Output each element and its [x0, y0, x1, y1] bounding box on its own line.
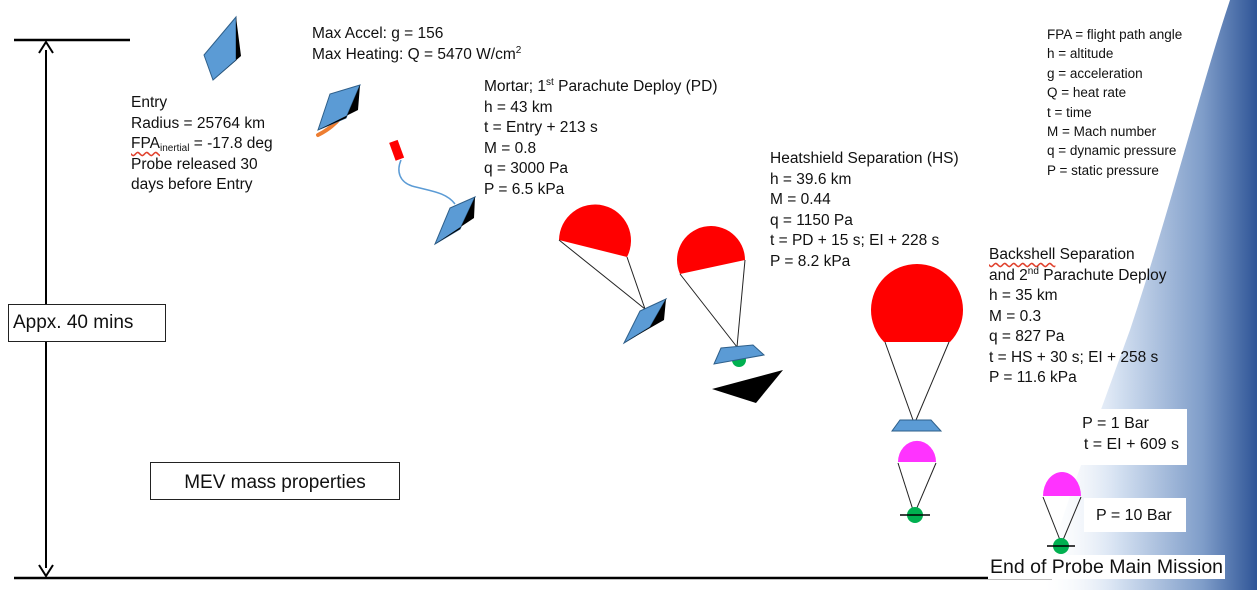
heatshield-icon: [712, 370, 783, 403]
end-of-mission-label: End of Probe Main Mission: [988, 555, 1226, 579]
one-bar-pressure: P = 1 Bar: [1082, 415, 1149, 432]
mortar-charge-icon: [389, 139, 405, 161]
duration-label: Appx. 40 mins: [13, 312, 134, 333]
legend-item: g = acceleration: [1047, 65, 1143, 81]
mass-properties-box: MEV mass properties: [150, 462, 400, 500]
heatshield-block: Heatshield Separation (HS) h = 39.6 km M…: [770, 149, 959, 272]
parachute-icon: [558, 204, 668, 345]
entry-probe-icon: [203, 15, 241, 81]
max-heating-text: Max Heating: Q = 5470 W/cm2: [312, 44, 522, 63]
mortar-probe-icon: [433, 196, 477, 246]
ten-bar-block: P = 10 Bar: [1084, 498, 1186, 532]
legend-item: M = Mach number: [1047, 124, 1157, 140]
mortar-static-pressure: P = 6.5 kPa: [484, 180, 565, 198]
heatshield-time: t = PD + 15 s; EI + 228 s: [770, 232, 940, 249]
heatshield-altitude: h = 39.6 km: [770, 170, 852, 188]
parachute-icon: [677, 226, 766, 367]
heatshield-mach: M = 0.44: [770, 191, 831, 208]
legend-item: t = time: [1047, 104, 1092, 120]
entry-fpa: FPAinertial = -17.8 deg: [131, 135, 273, 154]
legend-item: P = static pressure: [1047, 162, 1159, 178]
ten-bar-pressure: P = 10 Bar: [1096, 507, 1172, 524]
legend-item: h = altitude: [1047, 46, 1114, 62]
duration-label-box: Appx. 40 mins: [8, 304, 166, 342]
parachute-icon: [1042, 472, 1082, 554]
entry-probe-line2: days before Entry: [131, 176, 253, 193]
one-bar-time: t = EI + 609 s: [1083, 436, 1179, 453]
mortar-block: Mortar; 1st Parachute Deploy (PD) h = 43…: [484, 77, 717, 200]
backshell-icon: [891, 419, 943, 432]
parachute-icon: [897, 440, 937, 523]
entry-title: Entry: [131, 94, 168, 111]
backshell-time: t = HS + 30 s; EI + 258 s: [989, 348, 1159, 366]
backshell-altitude: h = 35 km: [989, 287, 1058, 304]
mass-properties-label: MEV mass properties: [184, 472, 366, 493]
entry-radius: Radius = 25764 km: [131, 114, 265, 132]
mortar-mach: M = 0.8: [484, 139, 537, 157]
heatshield-static-pressure: P = 8.2 kPa: [770, 252, 851, 270]
max-accel-text: Max Accel: g = 156: [312, 25, 444, 42]
mortar-title: Mortar; 1st Parachute Deploy (PD): [484, 77, 718, 96]
heating-probe-icon: [316, 84, 361, 137]
arrow-down-icon: [38, 564, 54, 578]
legend-item: Q = heat rate: [1047, 85, 1127, 101]
tether-line: [398, 159, 456, 205]
backshell-dynamic-pressure: q = 827 Pa: [989, 328, 1065, 345]
legend-item: FPA = flight path angle: [1047, 27, 1183, 42]
arrow-up-icon: [38, 40, 54, 54]
max-accel-heating-block: Max Accel: g = 156 Max Heating: Q = 5470…: [312, 24, 521, 65]
heatshield-title: Heatshield Separation (HS): [770, 150, 959, 167]
legend: FPA = flight path angle h = altitude g =…: [1047, 25, 1182, 180]
entry-block: Entry Radius = 25764 km FPAinertial = -1…: [131, 93, 273, 196]
backshell-title: Backshell Separation: [989, 246, 1135, 263]
entry-probe-line1: Probe released 30: [131, 155, 258, 173]
mortar-dynamic-pressure: q = 3000 Pa: [484, 160, 569, 177]
mortar-altitude: h = 43 km: [484, 98, 553, 116]
backshell-line2: and 2nd Parachute Deploy: [989, 265, 1167, 284]
parachute-icon: [871, 263, 964, 432]
heatshield-dynamic-pressure: q = 1150 Pa: [770, 211, 853, 229]
backshell-mach: M = 0.3: [989, 307, 1042, 325]
one-bar-block: P = 1 Bar t = EI + 609 s: [1049, 409, 1187, 465]
backshell-block: Backshell Separation and 2nd Parachute D…: [989, 245, 1166, 389]
legend-item: q = dynamic pressure: [1047, 143, 1177, 159]
mortar-time: t = Entry + 213 s: [484, 119, 598, 136]
backshell-static-pressure: P = 11.6 kPa: [989, 369, 1077, 386]
